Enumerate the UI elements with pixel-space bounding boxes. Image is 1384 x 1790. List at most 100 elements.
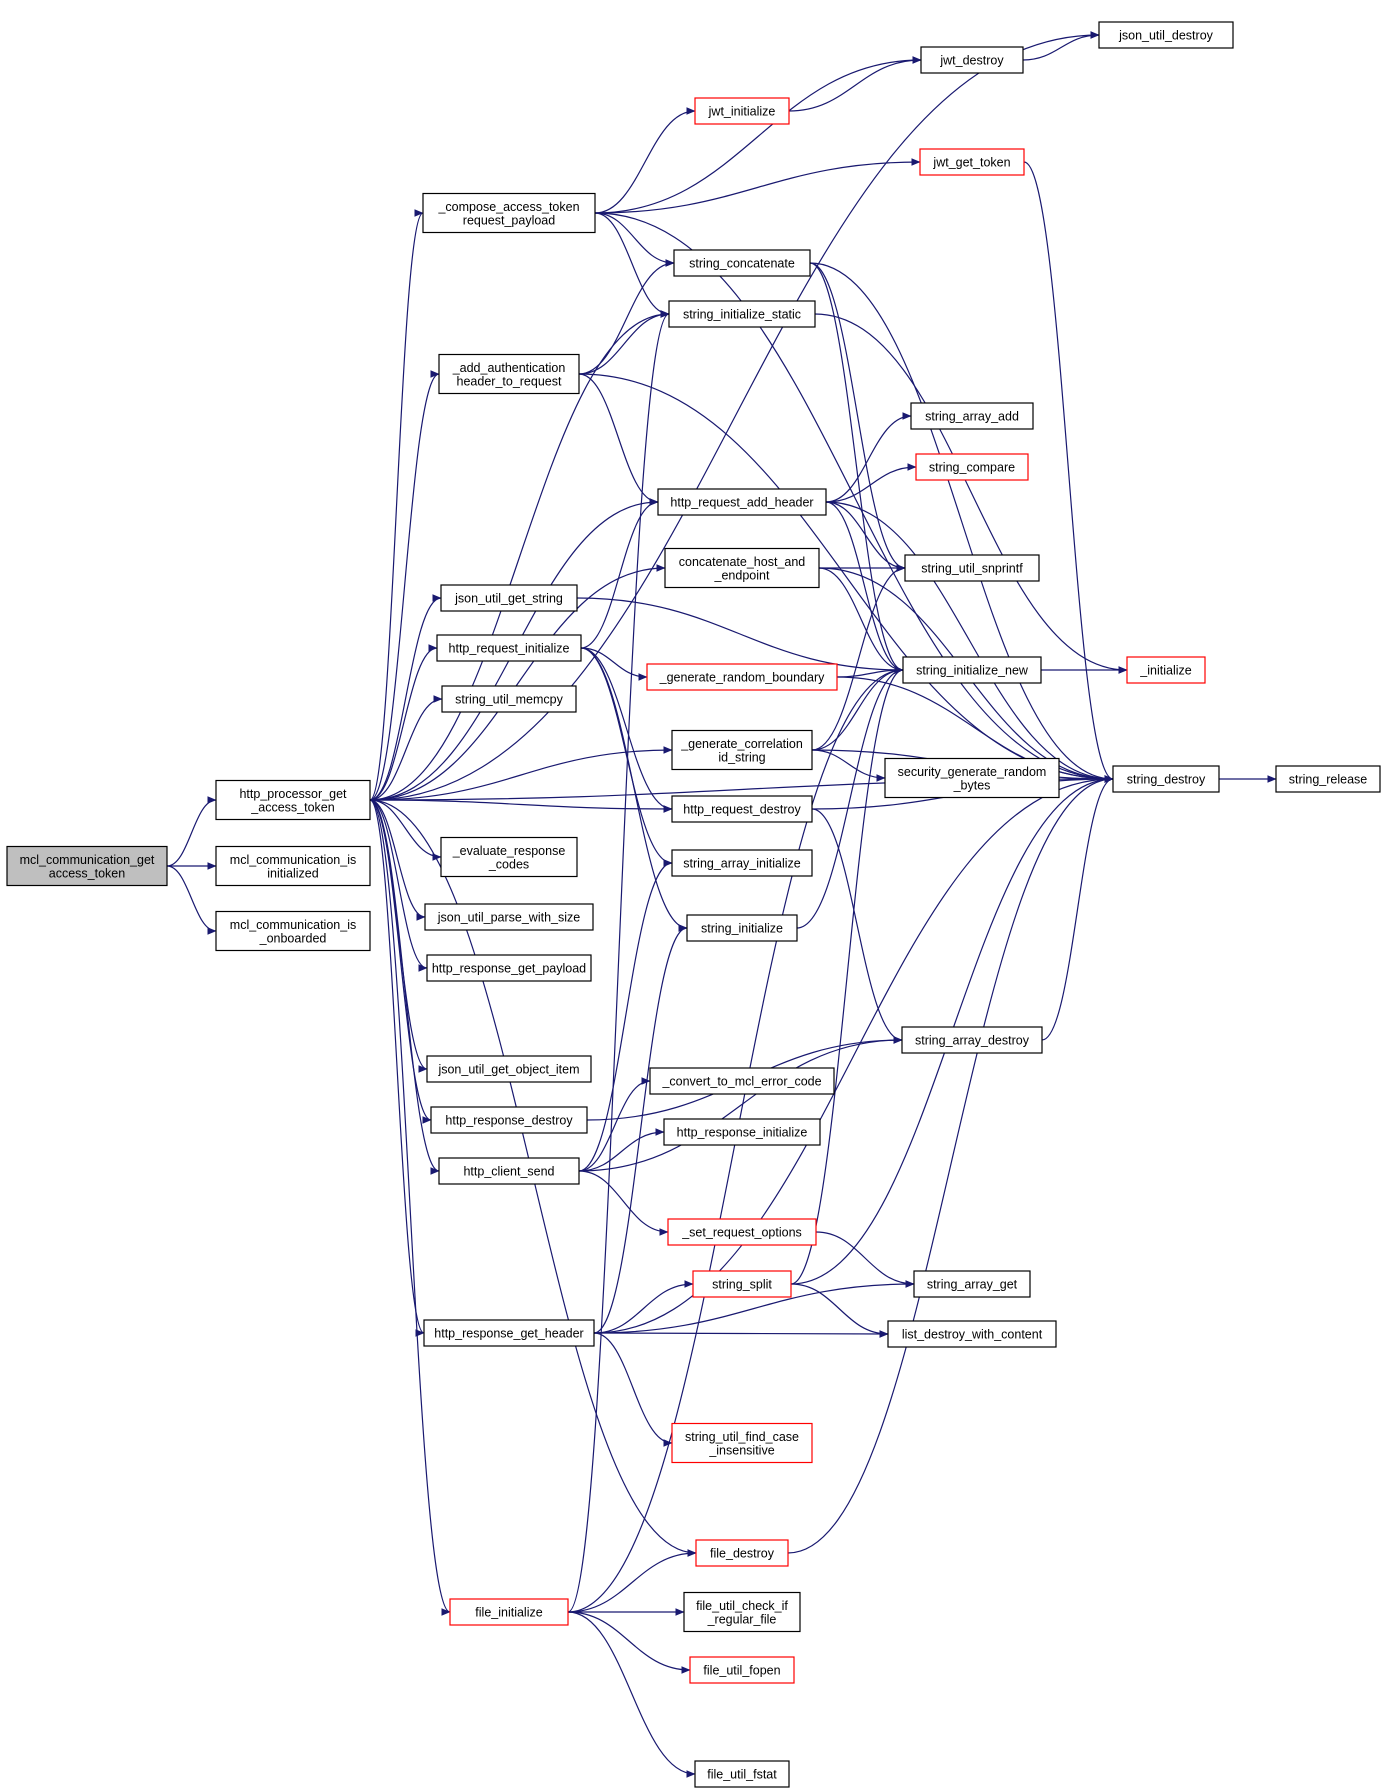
function-node-str-destroy[interactable]: string_destroy [1112,765,1220,793]
function-node-str-split[interactable]: string_split [692,1270,792,1298]
function-node-eval-resp[interactable]: _evaluate_response_codes [440,836,578,878]
function-node-str-init-new[interactable]: string_initialize_new [902,656,1042,684]
function-node-label: json_util_get_string [454,592,563,606]
call-edge-req-add-header-to-arr-add [825,412,912,503]
call-edge-client-send-to-convert-err [578,1077,651,1172]
call-edge-str-init-static-to-initialize [814,313,1128,674]
function-node-set-opts[interactable]: _set_request_options [667,1218,817,1246]
function-node-label: _onboarded [259,931,327,945]
function-node-label: header_to_request [457,374,562,388]
function-node-label: _set_request_options [681,1226,802,1240]
function-node-label: string_array_destroy [915,1034,1030,1048]
call-edge-http-processor-to-json-get-string [369,594,442,801]
call-edge-http-processor-to-str-init-static [369,310,670,801]
function-node-file-fstat[interactable]: file_util_fstat [694,1760,790,1788]
function-node-file-init[interactable]: file_initialize [449,1598,569,1626]
function-node-box [664,547,820,589]
function-node-label: string_array_get [927,1278,1018,1292]
call-edge-gen-boundary-to-str-destroy [836,676,1114,783]
function-node-str-compare[interactable]: string_compare [915,453,1029,481]
function-node-memcpy[interactable]: string_util_memcpy [441,685,577,713]
function-node-http-req-init[interactable]: http_request_initialize [436,634,582,662]
call-edge-http-processor-to-req-destroy [369,799,673,813]
function-node-json-parse[interactable]: json_util_parse_with_size [424,903,594,931]
function-node-list-destroy[interactable]: list_destroy_with_content [887,1320,1057,1348]
call-edge-client-send-to-set-opts [578,1170,669,1236]
function-node-arr-get[interactable]: string_array_get [913,1270,1031,1298]
function-node-file-fopen[interactable]: file_util_fopen [689,1656,795,1684]
function-node-label: string_util_find_case [685,1430,799,1444]
call-edge-add-auth-to-str-init-static [578,310,670,375]
function-node-resp-payload[interactable]: http_response_get_payload [426,954,592,982]
function-node-label: _convert_to_mcl_error_code [661,1075,821,1089]
function-node-box [1112,765,1220,793]
function-node-box [915,453,1029,481]
function-node-str-init[interactable]: string_initialize [686,914,798,942]
function-node-file-destroy[interactable]: file_destroy [695,1539,789,1567]
function-node-label: http_response_get_header [434,1327,583,1341]
function-node-arr-init[interactable]: string_array_initialize [671,849,813,877]
function-node-box [902,656,1042,684]
function-node-resp-destroy[interactable]: http_response_destroy [430,1106,588,1134]
function-node-gen-boundary[interactable]: _generate_random_boundary [646,663,838,691]
function-node-jwt-destroy[interactable]: jwt_destroy [920,46,1024,74]
function-node-file-check[interactable]: file_util_check_if_regular_file [683,1591,801,1633]
function-node-box [422,192,596,234]
call-edge-req-add-header-to-str-compare [825,463,917,503]
function-node-arr-add[interactable]: string_array_add [910,402,1034,430]
function-node-label: _access_token [250,800,334,814]
function-node-initialize[interactable]: _initialize [1126,656,1206,684]
function-node-resp-header[interactable]: http_response_get_header [423,1319,595,1347]
function-node-box [449,1598,569,1626]
function-node-box [919,148,1025,176]
function-node-convert-err[interactable]: _convert_to_mcl_error_code [649,1067,835,1095]
function-node-http-processor[interactable]: http_processor_get_access_token [215,779,371,821]
call-edge-jwt-init-to-jwt-destroy [788,56,922,112]
call-edge-set-opts-to-arr-get [815,1231,915,1288]
call-edge-gen-corr-to-snprintf [811,564,906,751]
function-node-resp-init[interactable]: http_response_initialize [663,1118,821,1146]
function-node-box [692,1270,792,1298]
function-node-jwt-init[interactable]: jwt_initialize [694,97,790,125]
function-node-str-concat[interactable]: string_concatenate [673,249,811,277]
function-node-json-destroy[interactable]: json_util_destroy [1098,21,1234,49]
function-node-label: jwt_initialize [708,105,776,119]
call-edge-req-add-header-to-str-destroy [825,501,1114,783]
function-node-str-init-static[interactable]: string_initialize_static [668,300,816,328]
function-node-sec-rand[interactable]: security_generate_random_bytes [884,757,1060,799]
function-node-str-release[interactable]: string_release [1275,765,1381,793]
function-node-label: _endpoint [714,568,770,582]
function-node-label: file_util_fstat [707,1768,777,1782]
function-node-client-send[interactable]: http_client_send [438,1157,580,1185]
function-node-box [694,97,790,125]
function-node-box [215,779,371,821]
call-edge-str-init-to-str-init-new [796,666,904,929]
function-node-snprintf[interactable]: string_util_snprintf [904,554,1040,582]
call-edge-req-destroy-to-arr-destroy [811,808,903,1044]
function-node-label: list_destroy_with_content [902,1328,1043,1342]
function-node-json-obj[interactable]: json_util_get_object_item [426,1055,592,1083]
function-node-box [426,1055,592,1083]
function-node-concat-host[interactable]: concatenate_host_and_endpoint [664,547,820,589]
function-node-is-onboarded[interactable]: mcl_communication_is_onboarded [215,910,371,952]
function-node-arr-destroy[interactable]: string_array_destroy [901,1026,1043,1054]
function-node-req-add-header[interactable]: http_request_add_header [657,488,827,516]
function-node-jwt-get-token[interactable]: jwt_get_token [919,148,1025,176]
function-node-box [686,914,798,942]
call-edge-http-processor-to-resp-destroy [369,799,432,1124]
call-edge-compose-to-str-destroy [594,212,1114,783]
function-node-box [901,1026,1043,1054]
function-node-json-get-string[interactable]: json_util_get_string [440,584,578,612]
function-node-req-destroy[interactable]: http_request_destroy [671,795,813,823]
function-node-box [671,795,813,823]
function-node-box [424,903,594,931]
function-node-box [668,300,816,328]
function-node-find-case[interactable]: string_util_find_case_insensitive [671,1422,813,1464]
call-edge-compose-to-jwt-destroy [594,56,922,214]
